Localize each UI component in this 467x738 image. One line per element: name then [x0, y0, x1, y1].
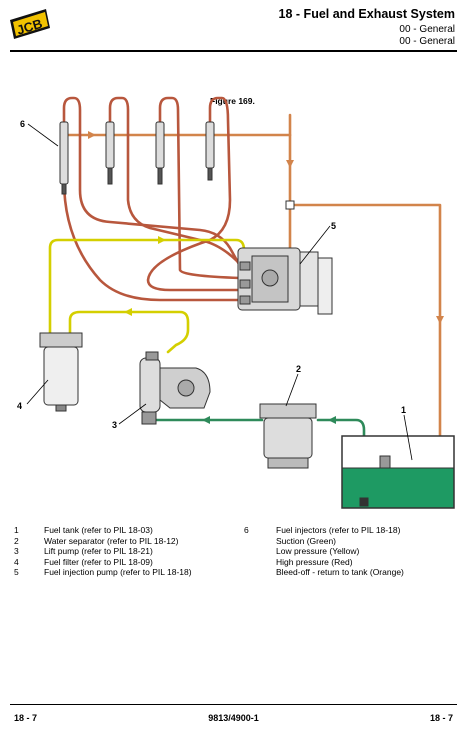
injector-4: [205, 121, 215, 181]
callout-3: 3: [112, 420, 117, 430]
callout-1: 1: [401, 405, 406, 415]
legend-num: 1: [14, 525, 19, 535]
low-pressure-lines: [48, 238, 246, 354]
water-separator: [259, 403, 317, 469]
footer-rule: [10, 704, 457, 705]
injection-pump: [237, 247, 333, 315]
fuel-filter: [39, 332, 83, 412]
figure-caption: Figure 169.: [210, 96, 255, 106]
bleed-off-lines: [62, 113, 442, 472]
legend-item: Bleed-off - return to tank (Orange): [276, 567, 404, 577]
callout-leaders: [26, 123, 413, 461]
legend-left-nums: 1 2 3 4 5: [14, 525, 19, 578]
lift-pump: [139, 351, 211, 425]
legend-num: 2: [14, 535, 19, 546]
legend-num: 3: [14, 546, 19, 556]
callout-2: 2: [296, 364, 301, 374]
legend-item: Water separator (refer to PIL 18-12): [44, 535, 179, 546]
injector-3: [155, 121, 165, 185]
high-pressure-lines: [62, 96, 247, 302]
section-title: 18 - Fuel and Exhaust System: [278, 7, 455, 21]
footer-doc-number: 9813/4900-1: [208, 713, 259, 723]
svg-text:JCB: JCB: [15, 16, 44, 38]
legend-item: Suction (Green): [276, 535, 336, 546]
footer-page-left: 18 - 7: [14, 713, 38, 723]
jcb-logo: JCB: [10, 9, 50, 39]
tee-fitting: [285, 200, 295, 210]
legend-item: Fuel injection pump (refer to PIL 18-18): [44, 567, 192, 577]
legend-right-texts: Fuel injectors (refer to PIL 18-18) Suct…: [276, 525, 404, 578]
header-rule: [10, 50, 457, 52]
flow-arrows: [88, 131, 444, 424]
legend-num: 5: [14, 567, 19, 577]
legend-left-texts: Fuel tank (refer to PIL 18-03) Water sep…: [44, 525, 192, 578]
fuel-tank: [341, 435, 455, 509]
legend-item: Fuel injectors (refer to PIL 18-18): [276, 525, 401, 535]
suction-lines: [148, 418, 366, 507]
callout-4: 4: [17, 401, 22, 411]
section-subtitle-2: 00 - General: [399, 36, 455, 47]
legend-item: High pressure (Red): [276, 556, 353, 567]
legend-item: Fuel filter (refer to PIL 18-09): [44, 556, 153, 567]
legend-num: 4: [14, 556, 19, 567]
callout-5: 5: [331, 221, 336, 231]
fuel-injectors: [59, 121, 215, 195]
footer-page-right: 18 - 7: [429, 713, 453, 723]
callout-6: 6: [20, 119, 25, 129]
injector-2: [105, 121, 115, 185]
injector-1: [59, 121, 69, 195]
section-subtitle-1: 00 - General: [399, 24, 455, 35]
legend-item: Low pressure (Yellow): [276, 546, 360, 556]
legend-num: 6: [244, 525, 249, 535]
fuel-system-diagram: 6 5 4 3 2 1: [17, 96, 455, 509]
legend-item: Fuel tank (refer to PIL 18-03): [44, 525, 153, 535]
legend-item: Lift pump (refer to PIL 18-21): [44, 546, 153, 556]
